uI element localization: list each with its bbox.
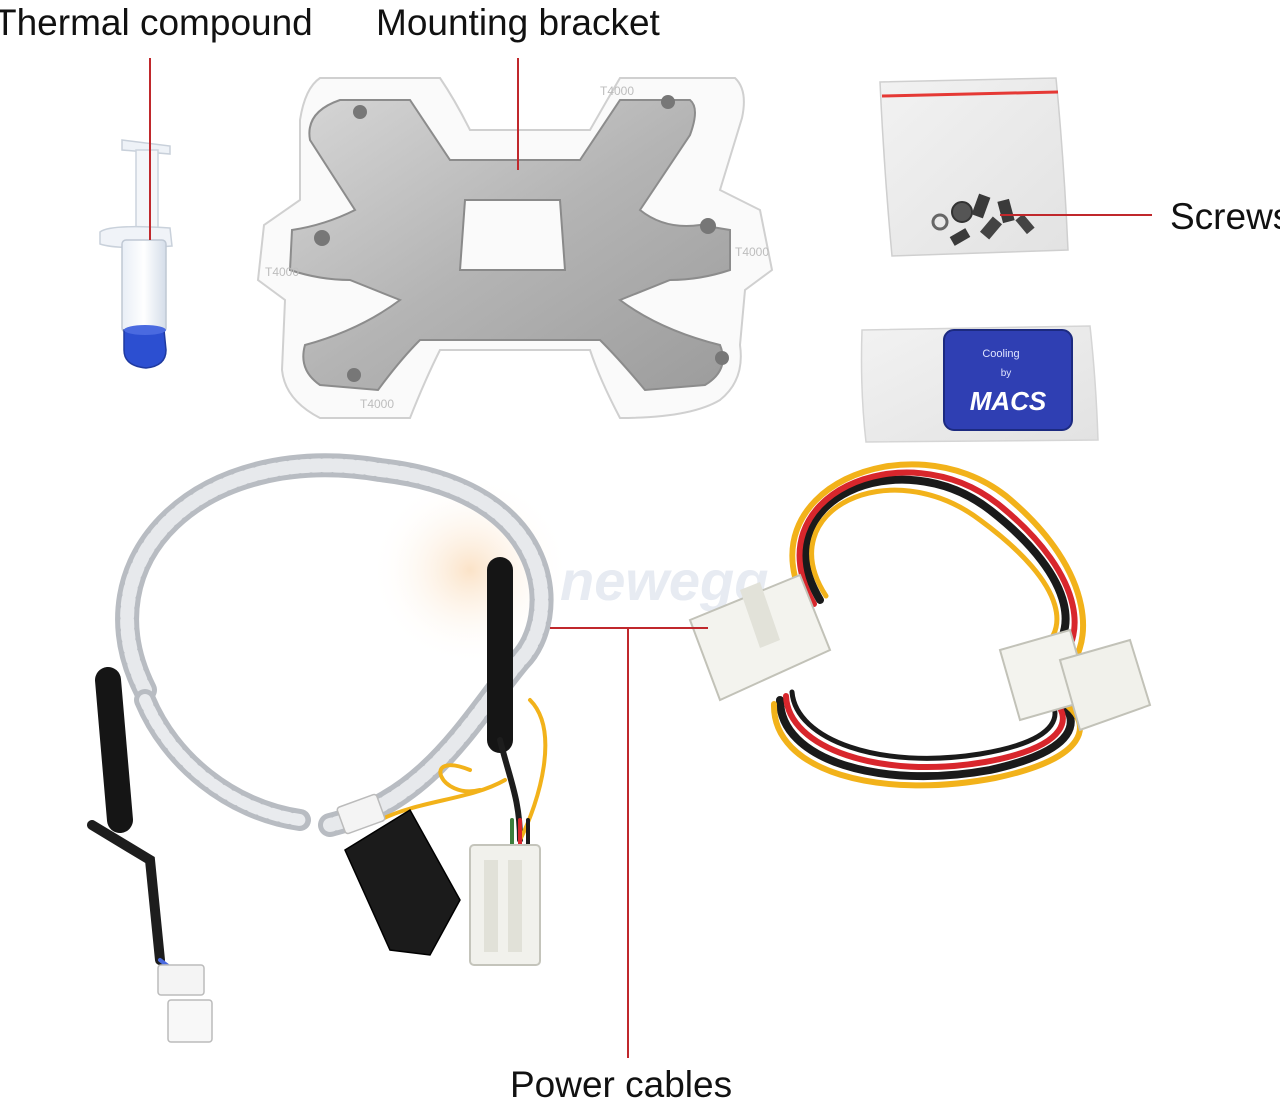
gasket-print: T4000 — [735, 245, 769, 259]
badge-line1: Cooling — [982, 348, 1019, 360]
badge-line2: by — [1001, 368, 1012, 379]
gasket-print: T4000 — [360, 397, 394, 411]
leader-power-left — [550, 627, 629, 1058]
thermal-compound-syringe — [99, 139, 173, 369]
label-screws: Screws — [1170, 196, 1280, 237]
screws-bag — [879, 77, 1069, 257]
badge-bag: Cooling by MACS — [860, 325, 1099, 443]
molex-connectors — [688, 573, 1152, 732]
label-mounting-bracket: Mounting bracket — [376, 2, 660, 43]
gasket-print: T4000 — [265, 265, 299, 279]
screws-pile — [931, 193, 1035, 246]
leader-lines — [149, 58, 1152, 1058]
label-thermal-compound: Thermal compound — [0, 2, 313, 43]
molex-splitter-cable — [770, 461, 1086, 789]
mounting-bracket: T4000 T4000 T4000 T4000 — [256, 77, 774, 420]
cooling-badge — [943, 329, 1073, 431]
sleeved-fan-cable — [87, 453, 554, 977]
gasket-print: T4000 — [600, 84, 634, 98]
badge-brand: MACS — [970, 386, 1047, 416]
cable-connectors — [157, 793, 541, 1043]
label-power-cables: Power cables — [510, 1064, 733, 1105]
